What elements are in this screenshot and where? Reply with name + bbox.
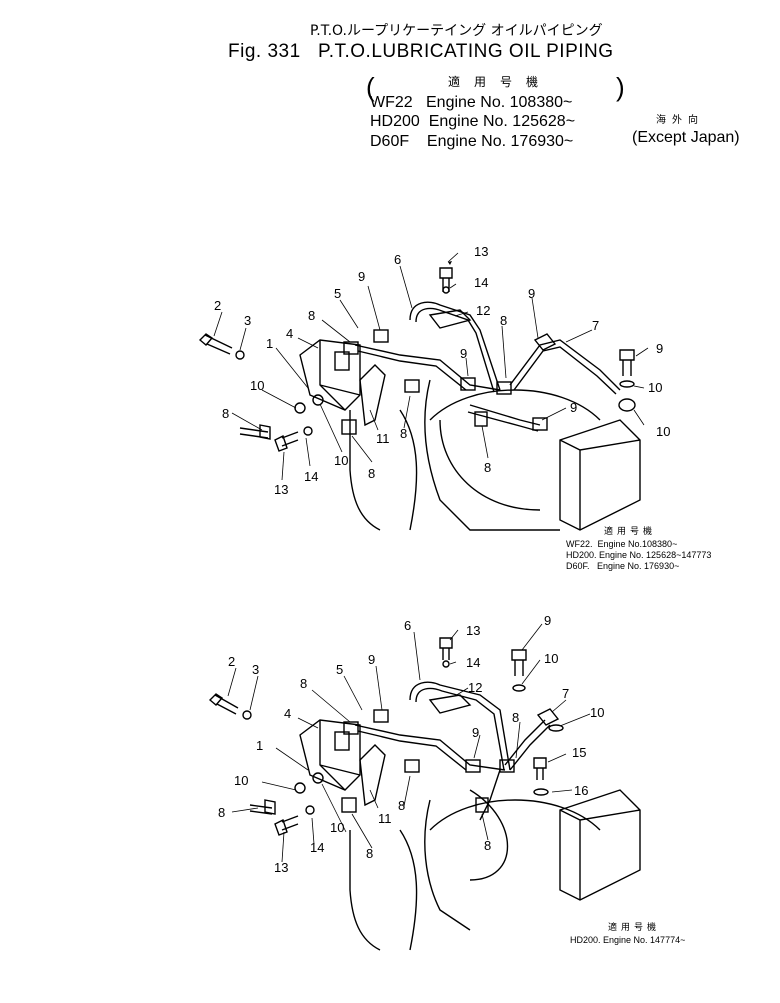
callout-8-bottom-d: 8 (398, 798, 405, 813)
callout-10-bottom-d: 10 (330, 820, 344, 835)
callout-3-bottom: 3 (252, 662, 259, 677)
except-japan-label: (Except Japan) (632, 129, 740, 146)
callout-9-top-c: 9 (460, 346, 467, 361)
callout-8-bottom-f: 8 (366, 846, 373, 861)
callout-8-bottom-a: 8 (300, 676, 307, 691)
bottom-note-heading: 適用号機 (608, 923, 661, 933)
callout-10-top-c: 10 (250, 378, 264, 393)
callout-6-top: 6 (394, 252, 401, 267)
callout-13-bottom-b: 13 (274, 860, 288, 875)
overseas-label: 海外向 (656, 115, 704, 126)
figure-title: Fig. 331 P.T.O.LUBRICATING OIL PIPING (228, 41, 614, 62)
callout-8-top-d: 8 (400, 426, 407, 441)
callout-9-bottom-c: 9 (472, 725, 479, 740)
callout-8-top-c: 8 (222, 406, 229, 421)
engine-line-d60f: D60F Engine No. 176930~ (370, 133, 574, 150)
bracket-left: ( (366, 72, 375, 102)
callout-8-top-f: 8 (484, 460, 491, 475)
callout-9-top-a: 9 (358, 269, 365, 284)
callout-12-bottom: 12 (468, 680, 482, 695)
callout-8-top-e: 8 (368, 466, 375, 481)
callout-15-bottom: 15 (572, 745, 586, 760)
top-note-line-1: WF22. Engine No.108380~ (566, 539, 678, 549)
callout-10-bottom-c: 10 (234, 773, 248, 788)
title-japanese: P.T.O.ループリケーテイング オイルパイピング (310, 23, 603, 39)
callout-13-top-b: 13 (274, 482, 288, 497)
callout-14-top-b: 14 (304, 469, 318, 484)
callout-14-bottom: 14 (466, 655, 480, 670)
callout-8-top-a: 8 (308, 308, 315, 323)
callout-11-bottom: 11 (378, 811, 392, 826)
callout-6-bottom: 6 (404, 618, 411, 633)
callout-9-top-b: 9 (528, 286, 535, 301)
bottom-note-line-1: HD200. Engine No. 147774~ (570, 935, 686, 945)
callout-1-bottom: 1 (256, 738, 263, 753)
engine-line-wf22: WF22 Engine No. 108380~ (370, 94, 573, 111)
callout-16-bottom: 16 (574, 783, 588, 798)
callout-5-top: 5 (334, 286, 341, 301)
callout-2-bottom: 2 (228, 654, 235, 669)
callout-3-top: 3 (244, 313, 251, 328)
callout-2-top: 2 (214, 298, 221, 313)
callout-4-bottom: 4 (284, 706, 291, 721)
callout-9-top-d: 9 (570, 400, 577, 415)
callout-8-bottom-c: 8 (218, 805, 225, 820)
callout-8-top-b: 8 (500, 313, 507, 328)
callout-5-bottom: 5 (336, 662, 343, 677)
callout-10-bottom-b: 10 (590, 705, 604, 720)
callout-4-top: 4 (286, 326, 293, 341)
callout-8-bottom-b: 8 (512, 710, 519, 725)
callout-14-top: 14 (474, 275, 488, 290)
callout-8-bottom-e: 8 (484, 838, 491, 853)
callout-9-bottom-b: 9 (368, 652, 375, 667)
callout-10-top-a: 10 (648, 380, 662, 395)
callout-12-top: 12 (476, 303, 490, 318)
top-note-heading: 適用号機 (604, 527, 657, 537)
callout-10-top-d: 10 (334, 453, 348, 468)
top-note-line-3: D60F. Engine No. 176930~ (566, 561, 680, 571)
callout-9-bottom-a: 9 (544, 613, 551, 628)
bracket-right: ) (616, 72, 625, 102)
callout-11-top: 11 (376, 431, 390, 446)
callout-7-bottom: 7 (562, 686, 569, 701)
callout-10-top-b: 10 (656, 424, 670, 439)
callout-9-top-e: 9 (656, 341, 663, 356)
callout-7-top: 7 (592, 318, 599, 333)
engine-line-hd200: HD200 Engine No. 125628~ (370, 113, 576, 130)
top-note-line-2: HD200. Engine No. 125628~147773 (566, 550, 712, 560)
callout-1-top: 1 (266, 336, 273, 351)
applicability-heading: 適用号機 (448, 75, 553, 89)
callout-13-bottom: 13 (466, 623, 480, 638)
callout-10-bottom-a: 10 (544, 651, 558, 666)
callout-14-bottom-b: 14 (310, 840, 324, 855)
callout-13-top: 13 (474, 244, 488, 259)
